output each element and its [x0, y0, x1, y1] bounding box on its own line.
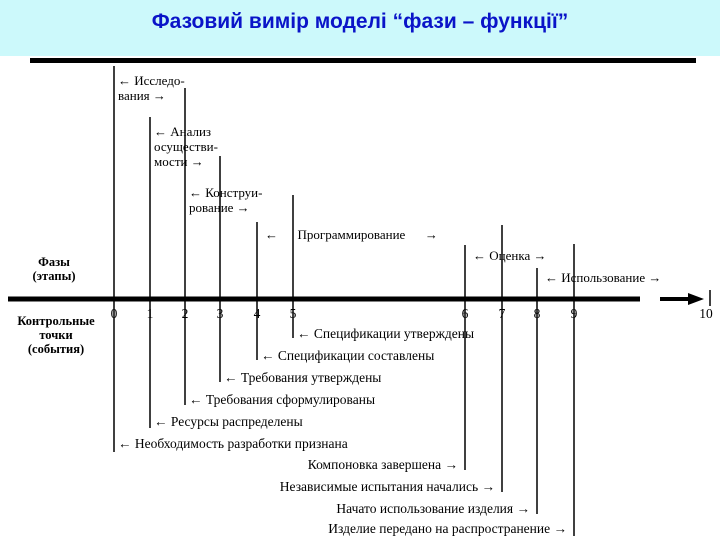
phase-usage: ← Использование →	[545, 270, 662, 285]
event-independent-tests-started: Независимые испытания начались →	[279, 479, 495, 494]
phase-feasibility-line3: мости →	[154, 154, 204, 169]
page-title: Фазовий вимір моделі “фази – функції”	[151, 10, 569, 33]
phase-research-line1: ← Исследо-	[118, 73, 185, 88]
phase-design-line2: рование →	[189, 200, 250, 215]
phase-feasibility-line2: осуществи-	[154, 139, 218, 154]
event-assembly-complete: Компоновка завершена →	[307, 457, 458, 472]
phase-research: ← Исследо- вания →	[118, 73, 185, 103]
phase-programming: ← Программирование →	[265, 227, 438, 242]
tick-label-2: 2	[181, 306, 189, 321]
tick-label-5: 5	[289, 306, 297, 321]
control-label-line2: точки	[39, 328, 73, 342]
tick-label-10: 10	[699, 306, 713, 321]
timeline-arrowhead	[688, 293, 704, 305]
tick-label-7: 7	[498, 306, 506, 321]
phase-research-line2: вания →	[118, 88, 166, 103]
phase-feasibility: ← Анализ осуществи- мости →	[154, 124, 218, 169]
tick-label-3: 3	[216, 306, 224, 321]
phases-label: Фазы (этапы)	[14, 255, 94, 283]
control-points-label: Контрольные точки (события)	[4, 314, 108, 356]
event-specs-approved: ← Спецификации утверждены	[297, 326, 475, 341]
tick-label-8: 8	[533, 306, 541, 321]
title-banner	[0, 0, 720, 56]
event-need-recognized: ← Необходимость разработки признана	[118, 436, 348, 451]
phases-label-line1: Фазы	[38, 255, 70, 269]
tick-label-9: 9	[570, 306, 578, 321]
title-underline	[30, 58, 696, 63]
tick-label-1: 1	[146, 306, 154, 321]
event-product-usage-started: Начато использование изделия →	[336, 501, 530, 516]
phase-design-line1: ← Конструи-	[189, 185, 263, 200]
event-product-distributed: Изделие передано на распространение →	[328, 521, 567, 536]
event-specs-compiled: ← Спецификации составлены	[261, 348, 435, 363]
phase-design: ← Конструи- рование →	[189, 185, 262, 215]
event-requirements-formulated: ← Требования сформулированы	[189, 392, 376, 407]
phases-label-line2: (этапы)	[32, 269, 76, 283]
event-requirements-approved: ← Требования утверждены	[224, 370, 382, 385]
control-label-line3: (события)	[27, 342, 85, 356]
phase-feasibility-line1: ← Анализ	[154, 124, 212, 139]
event-resources-allocated: ← Ресурсы распределены	[154, 414, 303, 429]
control-label-line1: Контрольные	[17, 314, 95, 328]
tick-label-4: 4	[253, 306, 261, 321]
phase-evaluation: ← Оценка →	[473, 248, 547, 263]
tick-label-0: 0	[110, 306, 118, 321]
tick-label-6: 6	[461, 306, 469, 321]
